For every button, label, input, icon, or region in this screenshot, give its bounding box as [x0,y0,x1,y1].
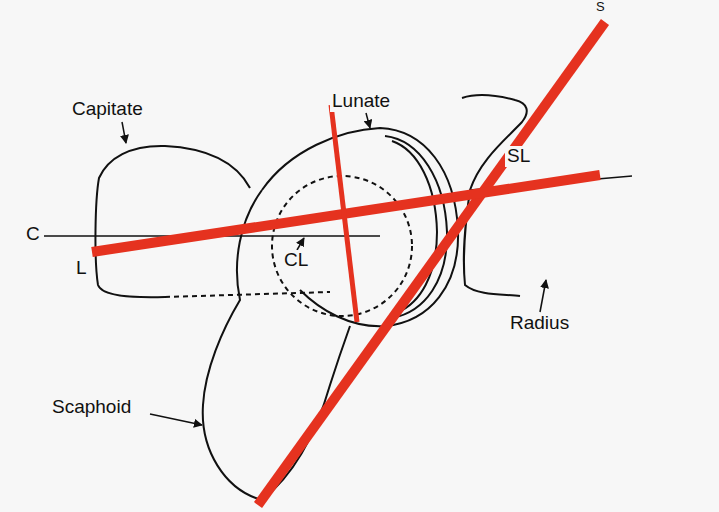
axis-name: CL [282,250,310,271]
axis-letter: L [74,258,89,279]
red-axis-line [331,105,357,322]
bone-name: Lunate [330,91,392,112]
bone-name: Scaphoid [50,397,133,418]
red-axis-line [258,22,605,505]
bone-name: Radius [508,313,571,334]
leader-line [366,113,370,128]
axis-letter: C [24,224,42,245]
leader-line [297,238,304,250]
capitate-outline [95,146,250,297]
bone-name: Capitate [70,99,145,120]
leader-line [122,122,126,143]
leader-line [540,280,546,312]
leader-line [150,414,202,425]
axis-name: SL [505,146,532,167]
axis-letter: S [594,0,607,14]
lunate-outline [262,128,458,326]
